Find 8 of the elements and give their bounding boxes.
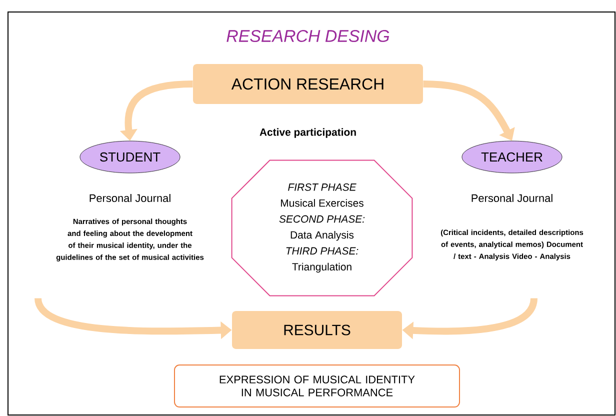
octagon: FIRST PHASE Musical Exercises SECOND PHASE: Data Analysis THIRD PHASE: Triangulation <box>231 160 413 296</box>
journal-heading: Personal Journal <box>472 194 552 202</box>
process-box: ACTION RESEARCH <box>193 64 423 104</box>
title: RESEARCH DESING <box>226 30 390 42</box>
caption-text: Active participation <box>260 128 356 138</box>
journal-heading: Personal Journal <box>90 194 170 202</box>
process-box: RESULTS <box>232 311 402 349</box>
outcome-box: EXPRESSION OF MUSICAL IDENTITY IN MUSICAL PERFORMANCE <box>174 364 460 408</box>
